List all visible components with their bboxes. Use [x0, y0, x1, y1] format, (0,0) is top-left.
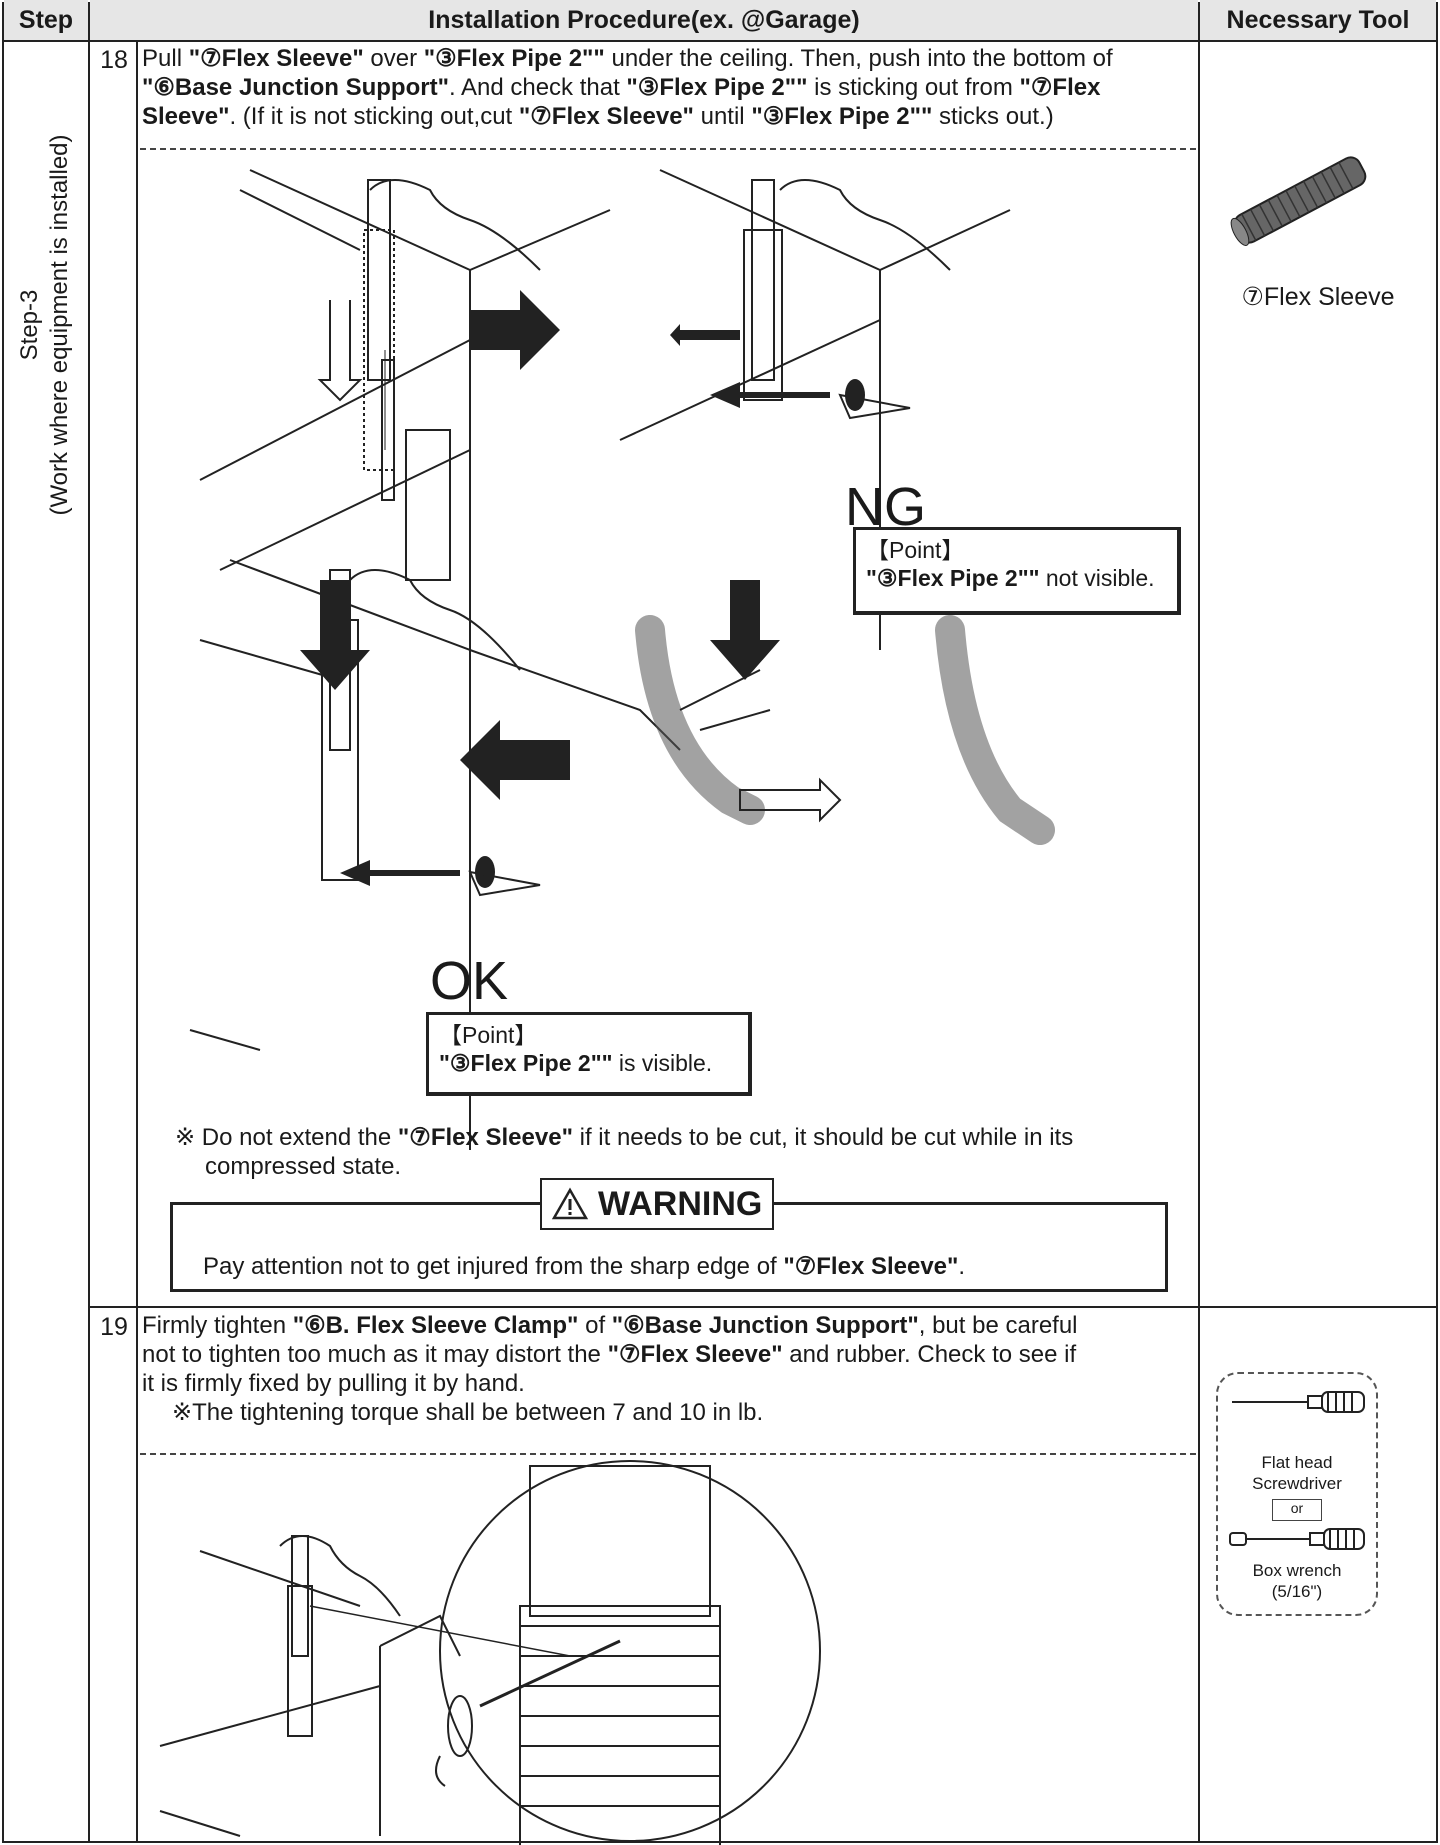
s18-b1: "⑦Flex Sleeve"	[188, 45, 364, 72]
step-19-description: Firmly tighten "⑥B. Flex Sleeve Clamp" o…	[142, 1311, 1196, 1427]
ok-point-line: "③Flex Pipe 2"" is visible.	[439, 1049, 738, 1077]
s19-l2b: "⑦Flex Sleeve"	[607, 1341, 783, 1368]
note-bold: "⑦Flex Sleeve"	[397, 1124, 573, 1151]
step-18-number: 18	[100, 46, 128, 74]
warning-label: WARNING	[540, 1178, 775, 1230]
s18-b5: "⑦Flex Sleeve"	[142, 74, 1101, 130]
ng-point-line: "③Flex Pipe 2"" not visible.	[866, 564, 1167, 592]
s19-t2: of	[578, 1312, 612, 1339]
ng-point-text: not visible.	[1039, 565, 1155, 591]
row-divider-18-19	[90, 1306, 1438, 1308]
flat-head-screwdriver-icon	[1232, 1391, 1365, 1413]
note-line1: ※ Do not extend the "⑦Flex Sleeve" if it…	[175, 1123, 1175, 1152]
step-side-label: Step-3 (Work where equipment is installe…	[15, 65, 85, 585]
step-19-illustration	[159, 1460, 821, 1845]
ok-point-title: 【Point】	[439, 1022, 538, 1048]
col-divider-step	[88, 2, 90, 1843]
s18-t6: . (If it is not sticking out,cut	[229, 103, 519, 130]
s18-b6: "⑦Flex Sleeve"	[518, 103, 694, 130]
s18-b7: "③Flex Pipe 2""	[751, 103, 933, 130]
warning-triangle-icon	[551, 1187, 589, 1220]
s19-t1: Firmly tighten	[142, 1312, 293, 1339]
s18-t3: under the ceiling. Then, push into the b…	[604, 45, 1113, 72]
ng-point-box: 【Point】 "③Flex Pipe 2"" not visible.	[853, 527, 1181, 615]
warning-text-main: Pay attention not to get injured from th…	[203, 1253, 784, 1280]
s18-t2: over	[363, 45, 424, 72]
ok-point-bold: "③Flex Pipe 2""	[439, 1050, 613, 1076]
box-wrench-icon	[1229, 1528, 1365, 1550]
step-18-illustration	[189, 169, 1055, 1150]
s18-t7: until	[693, 103, 752, 130]
header-divider	[2, 40, 1438, 42]
note-line2: compressed state.	[205, 1153, 402, 1180]
s19-t3: , but be careful	[918, 1312, 1078, 1339]
ok-point-box: 【Point】 "③Flex Pipe 2"" is visible.	[426, 1012, 752, 1096]
s19-b2: "⑥Base Junction Support"	[611, 1312, 919, 1339]
step-18-note: ※ Do not extend the "⑦Flex Sleeve" if it…	[175, 1123, 1175, 1181]
s18-b2: "③Flex Pipe 2""	[423, 45, 605, 72]
warning-label-text: WARNING	[598, 1184, 763, 1223]
s18-t1: Pull	[142, 45, 189, 72]
flat-head-label: Flat head Screwdriver	[1216, 1452, 1378, 1494]
flex-sleeve-label: ⑦Flex Sleeve	[1241, 283, 1395, 311]
step-19-number: 19	[100, 1313, 128, 1341]
s18-t5: is sticking out from	[807, 74, 1020, 101]
s19-b1: "⑥B. Flex Sleeve Clamp"	[292, 1312, 579, 1339]
s19-line3: it is firmly fixed by pulling it by hand…	[142, 1370, 525, 1397]
col-divider-num	[136, 42, 138, 1843]
note-mark: ※ Do not extend the	[175, 1124, 398, 1151]
tools-box	[1216, 1372, 1378, 1616]
s19-line2: not to tighten too much as it may distor…	[142, 1340, 1196, 1369]
flat-head-line2: Screwdriver	[1252, 1474, 1342, 1493]
flat-head-line1: Flat head	[1261, 1453, 1333, 1472]
step-side-line2: (Work where equipment is installed)	[46, 134, 73, 516]
s19-l2a: not to tighten too much as it may distor…	[142, 1341, 608, 1368]
box-wrench-line1: Box wrench	[1252, 1561, 1342, 1580]
step-19-dashed-separator	[140, 1453, 1196, 1455]
ok-point-text: is visible.	[612, 1050, 713, 1076]
warning-text: Pay attention not to get injured from th…	[203, 1252, 965, 1281]
s19-line1: Firmly tighten "⑥B. Flex Sleeve Clamp" o…	[142, 1311, 1196, 1340]
step-side-line1: Step-3	[16, 289, 43, 361]
s19-line4: ※The tightening torque shall be between …	[172, 1399, 764, 1426]
header-tool: Necessary Tool	[1200, 0, 1436, 40]
header-procedure: Installation Procedure(ex. @Garage)	[90, 0, 1198, 40]
step-18-description: Pull "⑦Flex Sleeve" over "③Flex Pipe 2""…	[142, 44, 1196, 131]
flex-sleeve-icon	[1230, 156, 1367, 246]
s18-t4: . And check that	[448, 74, 627, 101]
step-18-dashed-separator	[140, 148, 1196, 150]
s18-b4: "③Flex Pipe 2""	[626, 74, 808, 101]
box-wrench-label: Box wrench (5/16")	[1216, 1560, 1378, 1602]
col-divider-tool	[1198, 2, 1200, 1843]
note-rest: if it needs to be cut, it should be cut …	[572, 1124, 1074, 1151]
ok-label: OK	[430, 951, 509, 1011]
box-wrench-line2: (5/16")	[1271, 1582, 1323, 1601]
header-step: Step	[4, 0, 88, 40]
warning-text-end: .	[958, 1253, 966, 1280]
ng-point-title: 【Point】	[866, 537, 965, 563]
warning-text-bold: "⑦Flex Sleeve"	[783, 1253, 959, 1280]
s18-b3: "⑥Base Junction Support"	[142, 74, 449, 101]
s19-l2c: and rubber. Check to see if	[782, 1341, 1077, 1368]
ng-point-bold: "③Flex Pipe 2""	[866, 565, 1040, 591]
s18-t8: sticks out.)	[932, 103, 1054, 130]
or-label: or	[1272, 1499, 1322, 1521]
